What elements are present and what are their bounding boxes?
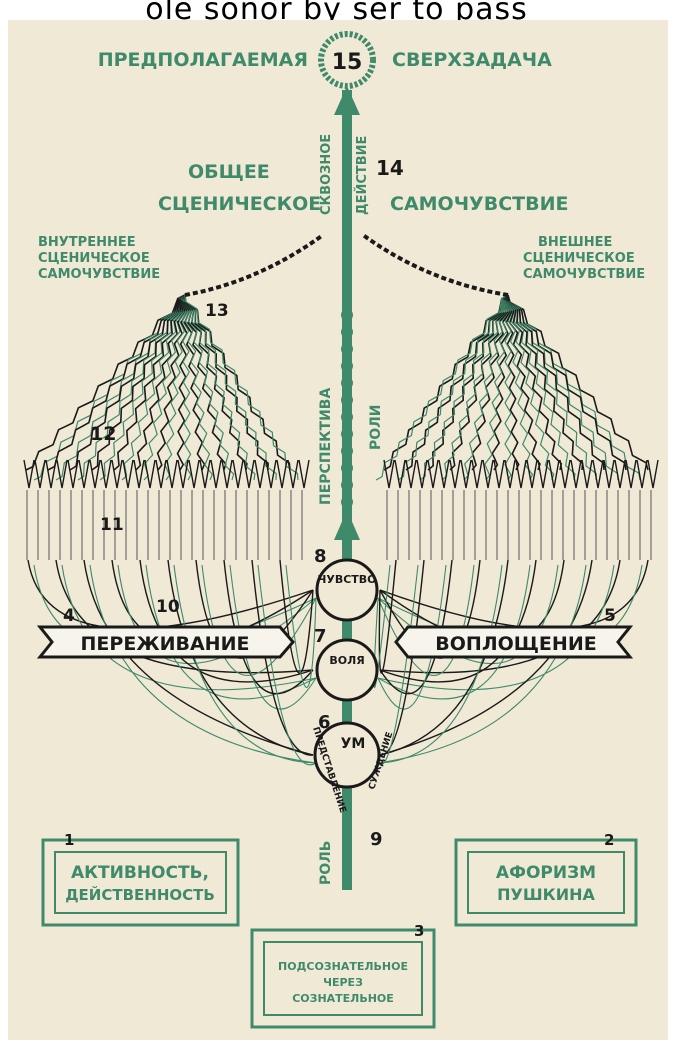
fan-line	[494, 460, 504, 488]
perspective-word1: ПЕРСПЕКТИВА	[318, 388, 334, 505]
fan-line	[100, 295, 185, 480]
through-action-number: 14	[376, 156, 404, 180]
fan-line	[615, 460, 625, 488]
box2-line2: ПУШКИНА	[497, 885, 595, 904]
inner-line1: ВНУТРЕННЕЕ	[38, 235, 136, 250]
fan-line	[648, 460, 658, 488]
feeling-number: 8	[314, 546, 327, 567]
general-line2: СЦЕНИЧЕСКОЕ	[158, 193, 321, 215]
outer-line2: СЦЕНИЧЕСКОЕ	[523, 251, 635, 266]
box1-number: 1	[64, 831, 74, 849]
fan-line	[90, 460, 100, 488]
fan-line	[255, 460, 265, 488]
embodiment-label: ВОПЛОЩЕНИЕ	[435, 633, 596, 655]
inner-rope	[185, 235, 323, 295]
will-number: 7	[314, 626, 327, 647]
experience-number: 4	[63, 606, 75, 626]
fan-line	[604, 460, 614, 488]
fan-line	[222, 460, 232, 488]
fan-line	[112, 460, 122, 488]
diagram-sheet: 15 ПРЕДПОЛАГАЕМАЯ СВЕРХЗАДАЧА СКВОЗНОЕ Д…	[8, 20, 668, 1040]
fan-line	[508, 295, 583, 470]
fan-line	[185, 295, 298, 480]
box3-number: 3	[414, 922, 424, 940]
fan-line	[406, 460, 416, 488]
fan-line	[508, 295, 648, 470]
fan-line	[439, 460, 449, 488]
box3-line1: ПОДСОЗНАТЕЛЬНОЕ	[278, 960, 408, 973]
fan-line	[286, 565, 316, 687]
embodiment-number: 5	[604, 606, 616, 626]
fan-line	[24, 460, 34, 488]
fan-line	[78, 295, 185, 480]
fan-line	[571, 460, 581, 488]
experience-label: ПЕРЕЖИВАНИЕ	[81, 633, 250, 655]
diagram: 15 ПРЕДПОЛАГАЕМАЯ СВЕРХЗАДАЧА СКВОЗНОЕ Д…	[8, 20, 668, 1040]
fan-line	[280, 560, 313, 673]
fan-line	[384, 460, 394, 488]
box2-line1: АФОРИЗМ	[496, 863, 596, 883]
supertask-number: 15	[332, 50, 363, 75]
supertask-right-label: СВЕРХЗАДАЧА	[392, 49, 552, 71]
will-label: ВОЛЯ	[329, 654, 364, 667]
fan-line	[376, 295, 508, 480]
role-number: 9	[370, 829, 383, 850]
fan-line	[299, 460, 309, 488]
elements-number: 12	[90, 423, 116, 445]
through-action-word2: ДЕЙСТВИЕ	[354, 136, 370, 215]
box2-number: 2	[604, 831, 614, 849]
inner-line3: САМОЧУВСТВИЕ	[38, 267, 160, 282]
inner-line2: СЦЕНИЧЕСКОЕ	[38, 251, 150, 266]
fan-line	[472, 460, 482, 488]
fan-line	[379, 560, 396, 673]
box3-line3: СОЗНАТЕЛЬНОЕ	[292, 992, 394, 1005]
fan-line	[516, 460, 526, 488]
fan-line	[626, 460, 636, 488]
perspective-word2: РОЛИ	[368, 404, 384, 450]
feeling-circle	[317, 560, 377, 620]
fan-line	[145, 460, 155, 488]
supertask-left-label: ПРЕДПОЛАГАЕМАЯ	[98, 49, 308, 71]
fan-line	[593, 460, 603, 488]
lines-number: 10	[156, 597, 180, 617]
middle-arrowhead	[334, 510, 360, 540]
box1-line1: АКТИВНОСТЬ,	[71, 863, 209, 883]
fan-line	[101, 460, 111, 488]
right-fan-lines	[376, 295, 658, 560]
left-fan-lines	[24, 295, 309, 560]
fan-line	[582, 460, 592, 488]
fan-line	[134, 460, 144, 488]
central-arrowhead	[334, 86, 360, 115]
general-line1: ОБЩЕЕ	[188, 161, 270, 183]
mind-label: УМ	[341, 736, 366, 752]
outer-line1: ВНЕШНЕЕ	[538, 235, 612, 250]
role-label: РОЛЬ	[318, 841, 334, 885]
fan-line	[233, 460, 243, 488]
general-line3: САМОЧУВСТВИЕ	[390, 193, 568, 215]
base-number: 11	[100, 515, 124, 535]
feeling-label: ЧУВСТВО	[317, 573, 376, 586]
box3-line2: ЧЕРЕЗ	[323, 976, 363, 989]
inner-node-number: 13	[205, 301, 229, 321]
outer-line3: САМОЧУВСТВИЕ	[523, 267, 645, 282]
box1-line2: ДЕЙСТВЕННОСТЬ	[65, 885, 215, 904]
will-circle	[317, 640, 377, 700]
fan-line	[461, 460, 471, 488]
outer-rope	[363, 235, 508, 295]
